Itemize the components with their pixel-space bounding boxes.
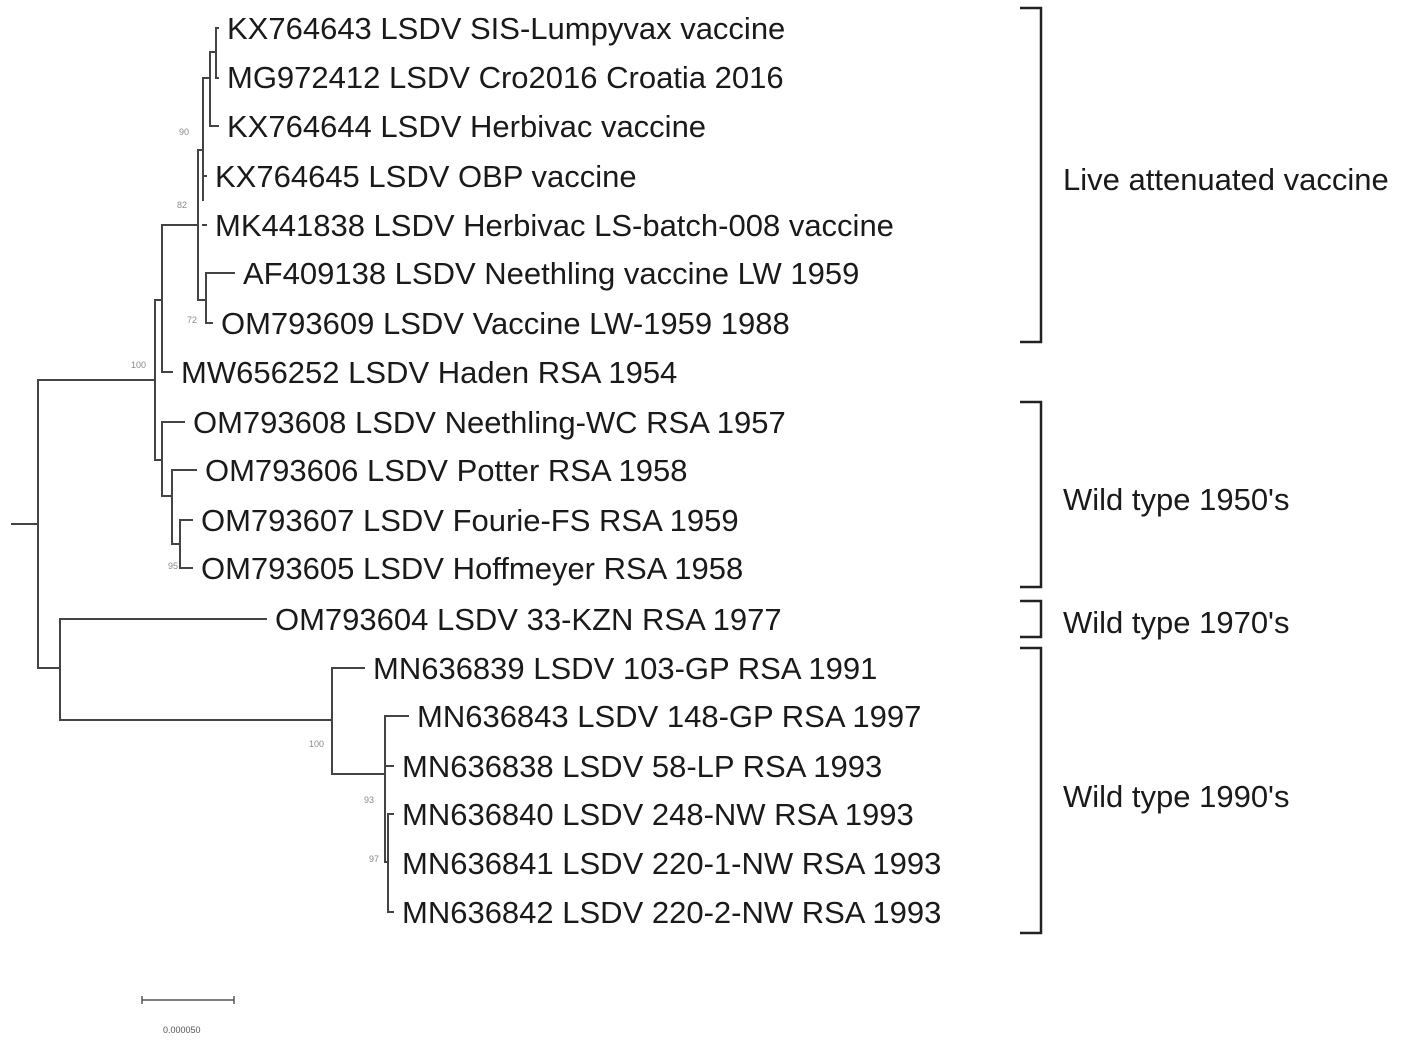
bootstrap-value: 95: [168, 561, 178, 571]
taxon-label: OM793606 LSDV Potter RSA 1958: [205, 453, 688, 488]
taxon-label: OM793605 LSDV Hoffmeyer RSA 1958: [201, 551, 743, 586]
taxon-label: MN636838 LSDV 58-LP RSA 1993: [402, 749, 882, 784]
group-bracket: [1020, 646, 1043, 935]
taxon-label: MN636841 LSDV 220-1-NW RSA 1993: [402, 846, 941, 881]
group-label-wild-type-1950s: Wild type 1950's: [1063, 482, 1289, 517]
taxon-label: MN636842 LSDV 220-2-NW RSA 1993: [402, 895, 941, 930]
scale-bar: 0.000050: [141, 996, 235, 1035]
bootstrap-value: 90: [179, 127, 189, 137]
tree-branches: [11, 27, 409, 913]
taxon-label: OM793604 LSDV 33-KZN RSA 1977: [275, 602, 782, 637]
taxon-label: MN636843 LSDV 148-GP RSA 1997: [417, 699, 921, 734]
bootstrap-values: 90 82 72 100 95 100 93 97: [131, 127, 379, 864]
group-label-wild-type-1970s: Wild type 1970's: [1063, 605, 1289, 640]
group-brackets: [1020, 6, 1043, 935]
taxon-label: MN636840 LSDV 248-NW RSA 1993: [402, 797, 914, 832]
taxon-label: MG972412 LSDV Cro2016 Croatia 2016: [227, 60, 784, 95]
group-labels: Live attenuated vaccine Wild type 1950's…: [1063, 162, 1389, 814]
taxon-label: KX764644 LSDV Herbivac vaccine: [227, 109, 706, 144]
taxon-label: KX764643 LSDV SIS-Lumpyvax vaccine: [227, 11, 785, 46]
bootstrap-value: 82: [177, 200, 187, 210]
group-label-live-attenuated-vaccine: Live attenuated vaccine: [1063, 162, 1389, 197]
bootstrap-value: 93: [364, 795, 374, 805]
group-label-wild-type-1990s: Wild type 1990's: [1063, 779, 1289, 814]
taxon-label: MN636839 LSDV 103-GP RSA 1991: [373, 651, 877, 686]
scale-bar-label: 0.000050: [163, 1025, 201, 1035]
group-bracket: [1020, 6, 1043, 344]
taxon-label: OM793607 LSDV Fourie-FS RSA 1959: [201, 503, 739, 538]
taxon-label: OM793608 LSDV Neethling-WC RSA 1957: [193, 405, 786, 440]
bootstrap-value: 72: [187, 315, 197, 325]
bootstrap-value: 100: [309, 739, 324, 749]
taxon-label: MK441838 LSDV Herbivac LS-batch-008 vacc…: [215, 208, 894, 243]
taxon-label: KX764645 LSDV OBP vaccine: [215, 159, 637, 194]
group-bracket: [1020, 400, 1043, 589]
taxon-label: AF409138 LSDV Neethling vaccine LW 1959: [243, 256, 859, 291]
taxon-label: MW656252 LSDV Haden RSA 1954: [181, 355, 677, 390]
group-bracket: [1020, 599, 1043, 639]
bootstrap-value: 97: [369, 854, 379, 864]
bootstrap-value: 100: [131, 360, 146, 370]
taxon-label: OM793609 LSDV Vaccine LW-1959 1988: [221, 306, 790, 341]
taxon-labels: KX764643 LSDV SIS-Lumpyvax vaccine MG972…: [181, 11, 941, 930]
